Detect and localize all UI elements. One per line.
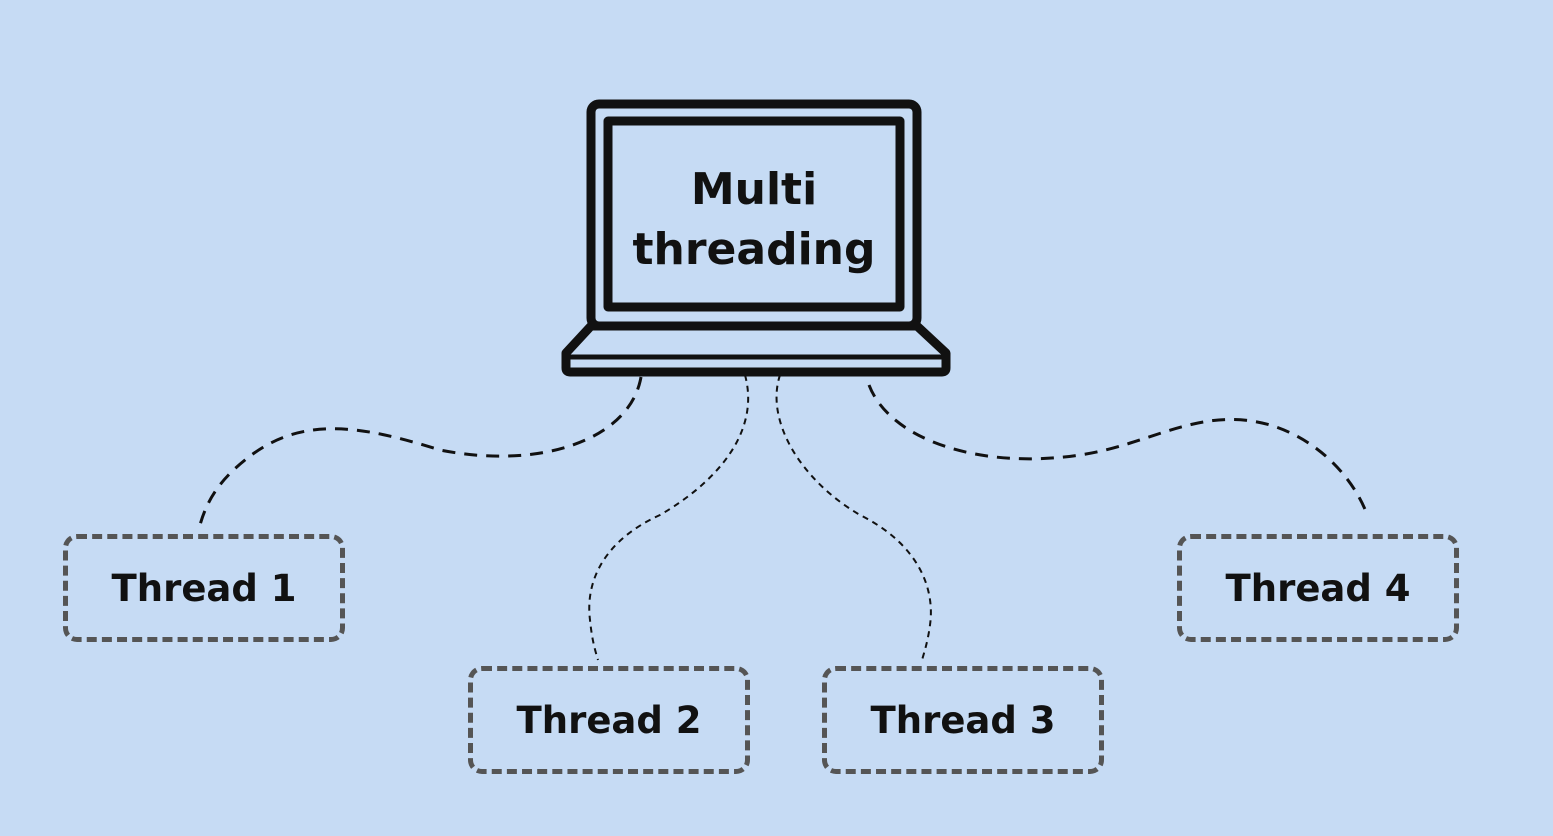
laptop-screen-outline <box>603 116 905 312</box>
connector-thread-4 <box>867 384 1370 518</box>
thread-3-box: Thread 3 <box>822 666 1104 774</box>
thread-4-box: Thread 4 <box>1177 534 1459 642</box>
connector-thread-2 <box>588 374 750 661</box>
connector-thread-1 <box>198 376 643 526</box>
thread-1-label: Thread 1 <box>111 566 297 610</box>
thread-3-label: Thread 3 <box>870 698 1056 742</box>
laptop-base-outline <box>561 321 951 377</box>
thread-1-box: Thread 1 <box>63 534 345 642</box>
center-title-line-2: threading <box>632 224 876 275</box>
laptop-icon <box>561 99 951 377</box>
thread-4-label: Thread 4 <box>1225 566 1411 610</box>
thread-2-box: Thread 2 <box>468 666 750 774</box>
center-title-line-1: Multi <box>690 164 818 215</box>
laptop-screen-label: Multi threading <box>612 150 896 290</box>
thread-2-label: Thread 2 <box>516 698 702 742</box>
connector-thread-3 <box>775 374 932 661</box>
